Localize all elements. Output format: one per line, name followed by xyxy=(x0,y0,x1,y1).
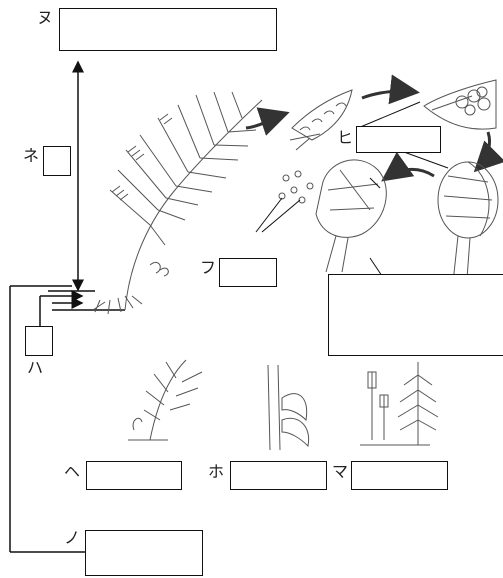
answer-box-ha[interactable] xyxy=(25,326,53,356)
label-ne: ネ xyxy=(23,148,39,164)
answer-box-ne[interactable] xyxy=(43,146,71,176)
label-nu: ヌ xyxy=(37,10,53,26)
hi-leader-2 xyxy=(404,152,448,168)
closed-sporangium-illustration xyxy=(438,162,498,292)
label-fu: フ xyxy=(200,260,216,276)
answer-box-fu[interactable] xyxy=(219,258,277,287)
plant-ho-illustration xyxy=(268,365,309,450)
arrow-to-open-sporangium xyxy=(386,169,434,178)
answer-box-nu[interactable] xyxy=(59,8,277,51)
answer-box-hi[interactable] xyxy=(356,126,441,153)
hi-leader-1 xyxy=(358,102,420,128)
open-sporangium-illustration xyxy=(279,160,386,272)
plant-he-illustration xyxy=(128,360,202,440)
arrow-to-sorus-section xyxy=(362,91,414,98)
label-ma: マ xyxy=(332,464,348,480)
arrow-fern-to-sorus xyxy=(246,114,284,128)
sorus-section-illustration xyxy=(424,80,496,129)
label-ho: ホ xyxy=(208,464,224,480)
label-no: ノ xyxy=(64,530,80,546)
answer-box-annulus[interactable] xyxy=(328,274,503,356)
plant-ma-illustration xyxy=(360,362,438,445)
answer-box-ho[interactable] xyxy=(230,461,327,490)
answer-box-ma[interactable] xyxy=(351,461,448,490)
annulus-leader-3 xyxy=(370,178,380,188)
answer-box-no[interactable] xyxy=(85,530,203,576)
arrow-to-sporangium xyxy=(478,132,490,168)
label-he: ヘ xyxy=(64,464,80,480)
label-hi: ヒ xyxy=(337,130,353,146)
label-ha: ハ xyxy=(27,360,43,376)
fu-leader-1 xyxy=(256,198,282,232)
answer-box-he[interactable] xyxy=(86,461,182,490)
